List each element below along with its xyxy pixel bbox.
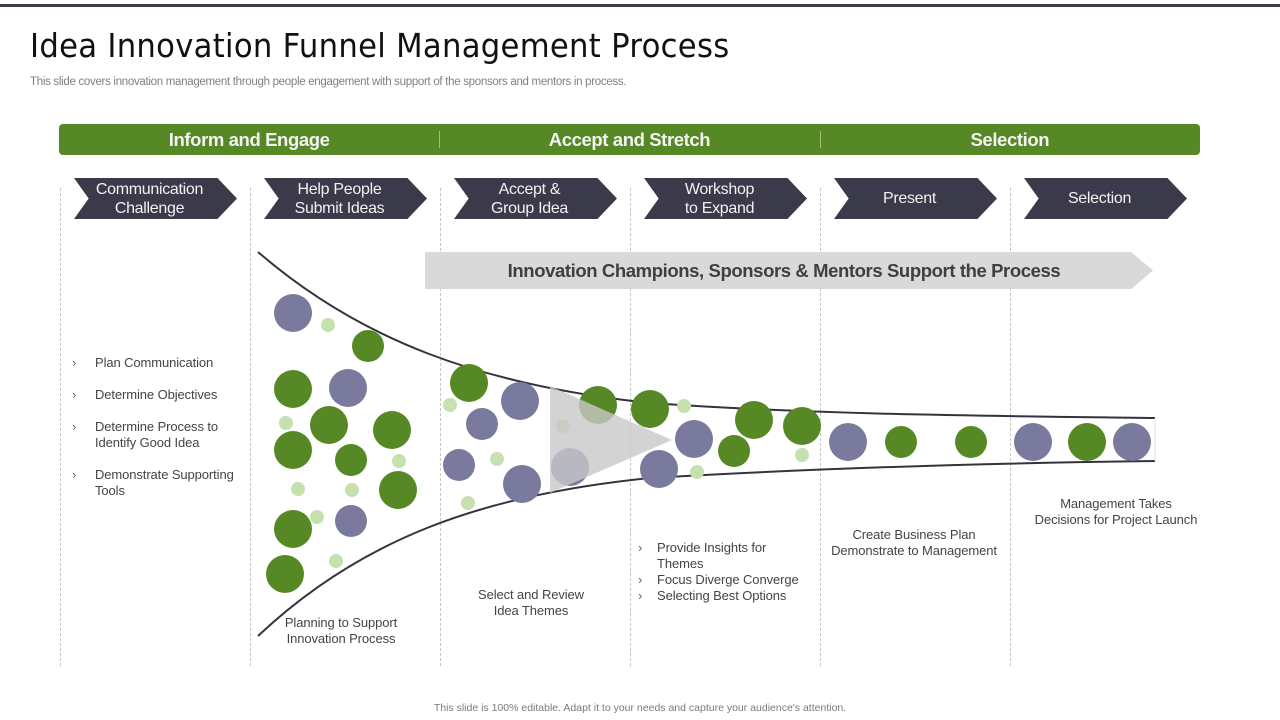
- purple-idea-bubble: [466, 408, 498, 440]
- green-idea-bubble: [1068, 423, 1106, 461]
- column1-bullet-list: Plan Communication Determine Objectives …: [70, 355, 250, 515]
- caption-planning: Planning to Support Innovation Process: [284, 615, 398, 646]
- step-chevron-accept-group: Accept &Group Idea: [454, 178, 617, 219]
- small-idea-bubble: [329, 554, 343, 568]
- purple-idea-bubble: [503, 465, 541, 503]
- bullet-item: Focus Diverge Converge: [636, 572, 816, 588]
- idea-bubbles: [266, 294, 1151, 593]
- small-idea-bubble: [345, 483, 359, 497]
- step-line2: Challenge: [114, 199, 185, 217]
- small-idea-bubble: [310, 510, 324, 524]
- green-idea-bubble: [379, 471, 417, 509]
- green-idea-bubble: [352, 330, 384, 362]
- phase-bar: Inform and Engage Accept and Stretch Sel…: [59, 124, 1200, 155]
- small-idea-bubble: [490, 452, 504, 466]
- green-idea-bubble: [718, 435, 750, 467]
- purple-idea-bubble: [443, 449, 475, 481]
- caption-business-plan: Create Business Plan Demonstrate to Mana…: [831, 527, 997, 558]
- small-idea-bubble: [321, 318, 335, 332]
- purple-idea-bubble: [640, 450, 678, 488]
- purple-idea-bubble: [829, 423, 867, 461]
- bullet-item: Selecting Best Options: [636, 588, 816, 604]
- green-idea-bubble: [274, 431, 312, 469]
- step-line1: Communication: [95, 180, 204, 198]
- green-idea-bubble: [335, 444, 367, 476]
- phase-accept-stretch: Accept and Stretch: [439, 124, 819, 155]
- green-idea-bubble: [955, 426, 987, 458]
- green-idea-bubble: [274, 370, 312, 408]
- green-idea-bubble: [631, 390, 669, 428]
- bullet-item: Determine Objectives: [70, 387, 250, 403]
- column-divider: [440, 188, 441, 666]
- green-idea-bubble: [735, 401, 773, 439]
- purple-idea-bubble: [1014, 423, 1052, 461]
- green-idea-bubble: [310, 406, 348, 444]
- caption-management: Management Takes Decisions for Project L…: [1034, 496, 1198, 527]
- bullet-item: Provide Insights for Themes: [636, 540, 767, 572]
- column-divider: [1010, 188, 1011, 666]
- purple-idea-bubble: [501, 382, 539, 420]
- small-idea-bubble: [677, 399, 691, 413]
- funnel-top-curve: [257, 251, 1156, 419]
- column-divider: [60, 188, 61, 666]
- purple-idea-bubble: [335, 505, 367, 537]
- small-idea-bubble: [461, 496, 475, 510]
- small-idea-bubble: [690, 465, 704, 479]
- step-line1: Accept &: [498, 180, 561, 198]
- small-idea-bubble: [291, 482, 305, 496]
- step-line2: Group Idea: [490, 199, 569, 217]
- green-idea-bubble: [373, 411, 411, 449]
- small-idea-bubble: [795, 448, 809, 462]
- step-line1: Workshop: [684, 180, 755, 198]
- page-title: Idea Innovation Funnel Management Proces…: [30, 26, 730, 65]
- phase-inform-engage: Inform and Engage: [168, 128, 330, 150]
- small-idea-bubble: [443, 398, 457, 412]
- phase-selection: Selection: [819, 124, 1200, 155]
- play-triangle-icon: [550, 386, 672, 493]
- green-idea-bubble: [266, 555, 304, 593]
- step-line1: Selection: [1067, 190, 1132, 207]
- purple-idea-bubble: [1113, 423, 1151, 461]
- bullet-item: Plan Communication: [70, 355, 250, 371]
- small-idea-bubble: [279, 416, 293, 430]
- step-line2: Submit Ideas: [294, 199, 385, 217]
- page-subtitle: This slide covers innovation management …: [30, 76, 627, 88]
- step-line1: Help People: [297, 180, 382, 198]
- caption-select-review: Select and Review Idea Themes: [478, 587, 584, 618]
- green-idea-bubble: [783, 407, 821, 445]
- footer-note: This slide is 100% editable. Adapt it to…: [433, 702, 847, 714]
- purple-idea-bubble: [274, 294, 312, 332]
- green-idea-bubble: [274, 510, 312, 548]
- column-divider: [250, 188, 251, 666]
- bullet-item: Determine Process to Identify Good Idea: [70, 419, 250, 451]
- bullet-item: Demonstrate Supporting Tools: [70, 467, 250, 499]
- step-chevron-present: Present: [834, 178, 997, 219]
- small-idea-bubble: [392, 454, 406, 468]
- support-banner-text: Innovation Champions, Sponsors & Mentors…: [507, 259, 1061, 281]
- support-banner: Innovation Champions, Sponsors & Mentors…: [425, 252, 1153, 289]
- step-line2: to Expand: [684, 199, 755, 217]
- green-idea-bubble: [450, 364, 488, 402]
- top-border: [0, 4, 1280, 7]
- purple-idea-bubble: [675, 420, 713, 458]
- column4-bullet-list: Provide Insights for Themes Focus Diverg…: [636, 540, 816, 604]
- purple-idea-bubble: [329, 369, 367, 407]
- step-chevron-selection: Selection: [1024, 178, 1187, 219]
- step-line1: Present: [882, 190, 937, 207]
- green-idea-bubble: [885, 426, 917, 458]
